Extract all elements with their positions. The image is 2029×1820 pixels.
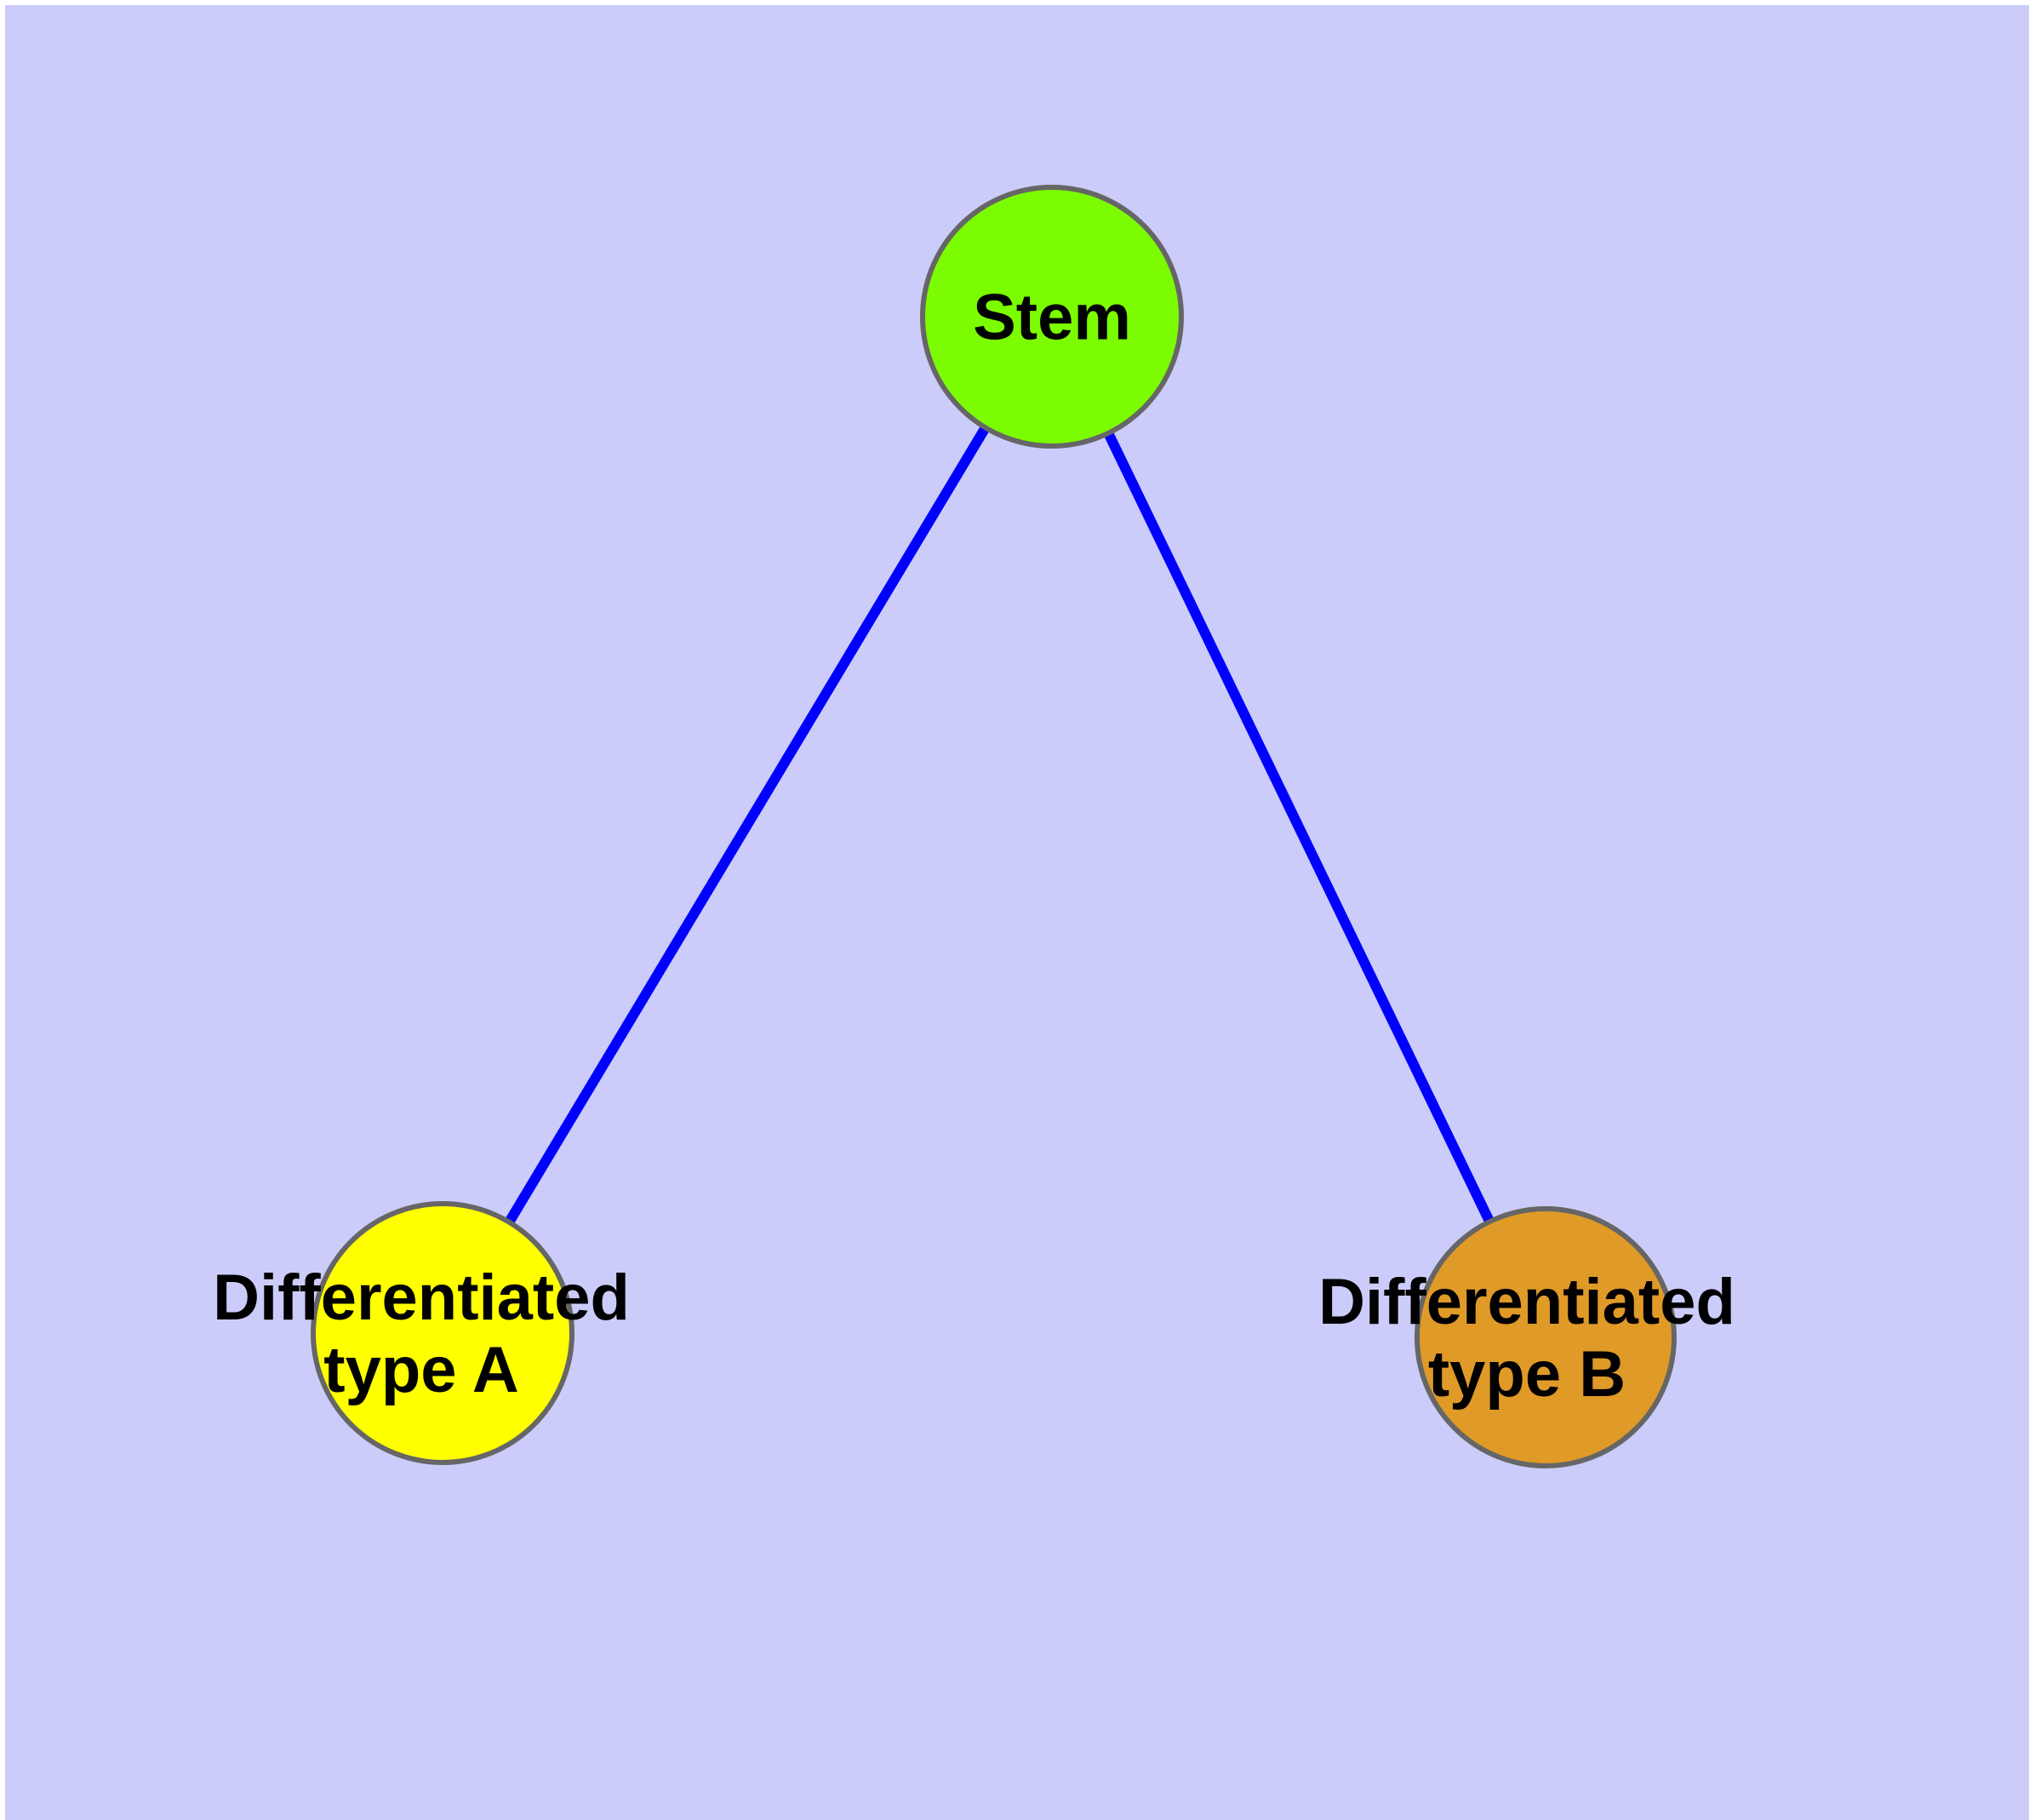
label-line: type A (323, 1334, 518, 1406)
label-line: Stem (973, 282, 1131, 354)
graph-edge (437, 313, 1057, 1336)
label-line: Differentiated (213, 1262, 630, 1334)
edges-layer (437, 313, 1551, 1340)
graph-node-diff_b[interactable] (1415, 1206, 1677, 1468)
graph-node-label-stem: Stem (973, 282, 1131, 354)
label-line: Differentiated (1318, 1266, 1735, 1338)
label-line: type B (1428, 1338, 1626, 1411)
graph-edge (1047, 314, 1551, 1340)
graph-node-stem[interactable] (920, 185, 1184, 449)
nodes-layer (311, 185, 1677, 1468)
graph-node-diff_a[interactable] (311, 1201, 574, 1465)
